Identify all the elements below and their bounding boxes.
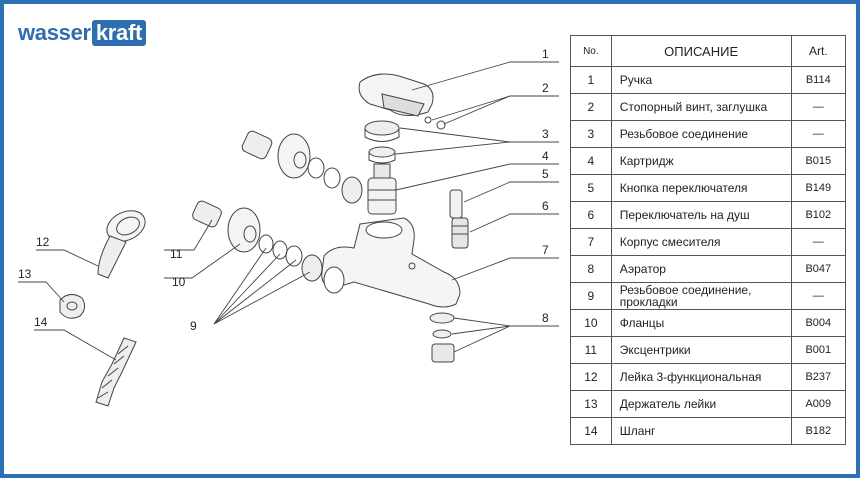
label-10: 10 xyxy=(172,275,186,289)
cell-no: 14 xyxy=(570,417,612,445)
cell-art: B237 xyxy=(790,363,847,391)
table-header-row: No. ОПИСАНИЕ Art. xyxy=(570,35,847,67)
cell-no: 13 xyxy=(570,390,612,418)
cell-art: — xyxy=(790,93,847,121)
plug-part xyxy=(436,120,446,130)
table-row: 6 Переключатель на душ B102 xyxy=(570,201,847,229)
cell-description: Картридж xyxy=(610,147,792,175)
table-row: 1 Ручка B114 xyxy=(570,66,847,94)
label-11: 11 xyxy=(170,247,183,261)
cell-no: 4 xyxy=(570,147,612,175)
cell-art: B004 xyxy=(790,309,847,337)
table-row: 8 Аэратор B047 xyxy=(570,255,847,283)
cell-no: 2 xyxy=(570,93,612,121)
mixer-body-part xyxy=(321,217,461,308)
upper-flange-part xyxy=(241,130,363,204)
cell-description: Стопорный винт, заглушка xyxy=(610,93,792,121)
table-row: 3 Резьбовое соединение — xyxy=(570,120,847,148)
cell-no: 10 xyxy=(570,309,612,337)
hose-part xyxy=(95,337,137,407)
aerator-part xyxy=(429,312,455,363)
cell-description: Резьбовое соединение xyxy=(610,120,792,148)
label-9: 9 xyxy=(190,319,197,333)
screw-part xyxy=(424,116,432,124)
cell-description: Аэратор xyxy=(610,255,792,283)
cell-no: 8 xyxy=(570,255,612,283)
cell-no: 9 xyxy=(570,282,612,310)
table-row: 12 Лейка 3-функциональная B237 xyxy=(570,363,847,391)
diverter-part xyxy=(451,217,469,249)
cell-art: B114 xyxy=(790,66,847,94)
label-13: 13 xyxy=(18,267,32,281)
table-row: 14 Шланг B182 xyxy=(570,417,847,445)
cell-art: A009 xyxy=(790,390,847,418)
label-12: 12 xyxy=(36,235,50,249)
cell-description: Шланг xyxy=(610,417,792,445)
label-2: 2 xyxy=(542,81,549,95)
lower-flange-part xyxy=(192,200,323,282)
cell-description: Корпус смесителя xyxy=(610,228,792,256)
label-4: 4 xyxy=(542,149,549,163)
cell-no: 1 xyxy=(570,66,612,94)
brand-logo-right: kraft xyxy=(91,20,147,46)
cell-no: 12 xyxy=(570,363,612,391)
shower-head-part xyxy=(97,210,146,279)
cartridge-part xyxy=(367,163,397,215)
cell-art: B047 xyxy=(790,255,847,283)
cell-description: Кнопка переключателя xyxy=(610,174,792,202)
switch-knob-part xyxy=(449,189,463,219)
cell-art: B182 xyxy=(790,417,847,445)
cell-art: B102 xyxy=(790,201,847,229)
label-5: 5 xyxy=(542,167,549,181)
header-no: No. xyxy=(570,35,612,67)
brand-logo-left: wasser xyxy=(18,20,91,45)
cell-art: — xyxy=(790,282,847,310)
cell-no: 6 xyxy=(570,201,612,229)
cell-no: 3 xyxy=(570,120,612,148)
cell-description: Фланцы xyxy=(610,309,792,337)
header-art: Art. xyxy=(790,35,847,67)
holder-part xyxy=(59,294,86,319)
page-frame: wasser kraft xyxy=(4,4,856,474)
label-7: 7 xyxy=(542,243,549,257)
cell-art: — xyxy=(790,120,847,148)
cell-description: Лейка 3-функциональная xyxy=(610,363,792,391)
cell-art: B015 xyxy=(790,147,847,175)
cell-art: — xyxy=(790,228,847,256)
label-14: 14 xyxy=(34,315,48,329)
cell-no: 5 xyxy=(570,174,612,202)
label-3: 3 xyxy=(542,127,549,141)
table-row: 10 Фланцы B004 xyxy=(570,309,847,337)
handle-part xyxy=(358,73,434,117)
cell-art: B149 xyxy=(790,174,847,202)
threaded-ring-part xyxy=(364,120,400,164)
label-6: 6 xyxy=(542,199,549,213)
cell-art: B001 xyxy=(790,336,847,364)
table-row: 13 Держатель лейки A009 xyxy=(570,390,847,418)
table-row: 5 Кнопка переключателя B149 xyxy=(570,174,847,202)
cell-description: Эксцентрики xyxy=(610,336,792,364)
header-description: ОПИСАНИЕ xyxy=(610,35,792,67)
label-1: 1 xyxy=(542,47,549,61)
exploded-diagram: 1 2 3 4 5 6 7 8 9 10 11 12 13 14 xyxy=(18,47,559,407)
table-row: 2 Стопорный винт, заглушка — xyxy=(570,93,847,121)
cell-description: Переключатель на душ xyxy=(610,201,792,229)
cell-description: Ручка xyxy=(610,66,792,94)
brand-logo: wasser kraft xyxy=(18,16,147,50)
cell-description: Резьбовое соединение, прокладки xyxy=(610,282,792,310)
cell-no: 11 xyxy=(570,336,612,364)
table-row: 9 Резьбовое соединение, прокладки — xyxy=(570,282,847,310)
parts-table: No. ОПИСАНИЕ Art. 1 Ручка B114 2 Стопорн… xyxy=(570,35,847,445)
table-row: 11 Эксцентрики B001 xyxy=(570,336,847,364)
cell-no: 7 xyxy=(570,228,612,256)
table-row: 7 Корпус смесителя — xyxy=(570,228,847,256)
label-8: 8 xyxy=(542,311,549,325)
table-row: 4 Картридж B015 xyxy=(570,147,847,175)
cell-description: Держатель лейки xyxy=(610,390,792,418)
